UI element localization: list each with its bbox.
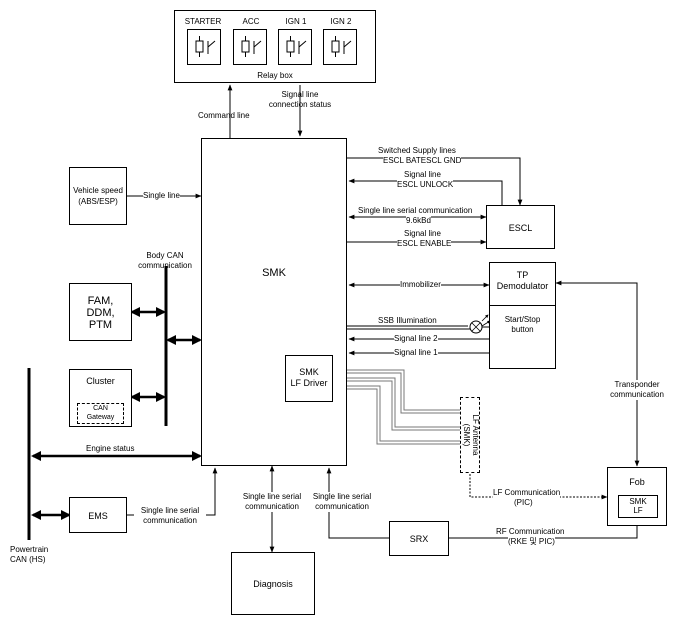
signal-status-label-2: connection status: [268, 100, 332, 109]
start-stop-label-2: button: [511, 325, 534, 334]
relay-acc: [233, 29, 267, 65]
tp-label-2: Demodulator: [496, 281, 549, 291]
escl-enable-label-2: ESCL ENABLE: [397, 239, 452, 249]
fam-ddm-ptm-box: FAM, DDM, PTM: [69, 283, 132, 341]
ems-serial-label-1: Single line serial: [134, 506, 206, 516]
fam-label-3: PTM: [88, 319, 113, 331]
ems-label: EMS: [88, 511, 108, 521]
diag-serial-label-1: Single line serial: [236, 492, 308, 502]
srx-serial-label-1: Single line serial: [306, 492, 378, 502]
smk-lf-driver-box: SMK LF Driver: [285, 355, 333, 402]
start-stop-label-1: Start/Stop: [504, 315, 541, 324]
single-line-label: Single line: [143, 191, 180, 201]
escl-box: ESCL: [486, 205, 555, 249]
powertrain-label-1: Powertrain: [10, 545, 49, 554]
cluster-box: Cluster CAN Gateway: [69, 369, 132, 427]
rf-comm-label-2: (RKE 및 PIC): [508, 537, 555, 547]
rf-comm-label-1: RF Communication: [496, 527, 565, 537]
powertrain-label-2: CAN (HS): [10, 555, 46, 564]
tp-divider: [490, 305, 555, 306]
diagnosis-box: Diagnosis: [231, 552, 315, 615]
signal-line-2-label: Signal line 2: [394, 334, 438, 344]
vehicle-speed-label-2: (ABS/ESP): [78, 197, 118, 206]
lf-comm-line: [469, 474, 608, 500]
relay-symbol-icon: [241, 36, 262, 57]
lf-antenna-label-2: (SMK): [462, 423, 471, 447]
ems-box: EMS: [69, 497, 127, 533]
fob-smk-label-1: SMK: [629, 497, 647, 506]
escl-unlock-label-2: ESCL UNLOCK: [397, 180, 454, 190]
can-gateway-label-1: CAN: [93, 405, 108, 412]
smk-label: SMK: [262, 267, 286, 279]
lf-antenna-box: LF Antenna (SMK): [460, 397, 480, 473]
relay-ign1: [278, 29, 312, 65]
vehicle-speed-label-1: Vehicle speed: [73, 186, 123, 195]
smk-lf-label-1: SMK: [299, 367, 319, 377]
engine-status-label: Engine status: [86, 444, 135, 453]
smk-box: SMK SMK LF Driver: [201, 138, 347, 466]
diagnosis-label: Diagnosis: [253, 579, 293, 589]
relay-symbol-icon: [286, 36, 307, 57]
lf-antenna-label-1: LF Antenna: [471, 414, 480, 456]
transponder-line: [555, 280, 640, 467]
smk-lf-label-2: LF Driver: [290, 378, 328, 388]
relay-symbol-icon: [331, 36, 352, 57]
ems-serial-label-2: communication: [134, 516, 206, 526]
ssb-illum-label: SSB Illumination: [378, 316, 437, 325]
diag-serial-label-2: communication: [236, 502, 308, 512]
tp-startstop-box: TP Demodulator Start/Stop button: [489, 262, 556, 369]
fob-smk-lf-box: SMK LF: [618, 495, 658, 518]
srx-serial-label-2: communication: [306, 502, 378, 512]
body-can-label-1: Body CAN: [146, 251, 184, 260]
relay-symbol-icon: [195, 36, 216, 57]
lf-antenna-wires: [332, 369, 460, 445]
lf-antenna-label: LF Antenna (SMK): [462, 397, 480, 473]
escl-label: ESCL: [508, 223, 533, 233]
immobilizer-label: Immobilizer: [400, 280, 441, 290]
relay-ign2: [323, 29, 357, 65]
relay-label-starter: STARTER: [184, 17, 222, 26]
relay-box-title: Relay box: [257, 71, 293, 80]
escl-enable-label-1: Signal line: [404, 229, 441, 238]
fob-box: Fob SMK LF: [607, 467, 667, 526]
switched-supply-label-1: Switched Supply lines: [378, 146, 456, 155]
signal-status-label-1: Signal line: [281, 90, 319, 99]
relay-label-ign1: IGN 1: [285, 17, 307, 26]
signal-line-1-label: Signal line 1: [394, 348, 438, 358]
command-line-label: Command line: [198, 111, 250, 120]
switched-supply-label-2: ESCL BATESCL GND: [383, 156, 462, 166]
relay-box: STARTER ACC IGN 1 IGN 2 Relay box: [174, 10, 376, 83]
lf-comm-label-2: (PIC): [514, 498, 533, 507]
lf-comm-label-1: LF Communication: [493, 488, 561, 498]
fob-smk-label-2: LF: [633, 506, 643, 515]
serial-comm-label-2: 9.6kBd: [406, 216, 431, 226]
srx-box: SRX: [389, 521, 449, 556]
cluster-label: Cluster: [86, 376, 115, 386]
relay-label-acc: ACC: [242, 17, 260, 26]
body-can-label-2: communication: [138, 261, 192, 270]
fam-label-1: FAM,: [87, 295, 114, 307]
transponder-label-1: Transponder: [611, 380, 663, 390]
transponder-label-2: communication: [605, 390, 669, 400]
relay-label-ign2: IGN 2: [330, 17, 352, 26]
can-gateway-box: CAN Gateway: [77, 403, 124, 424]
srx-label: SRX: [409, 534, 429, 544]
vehicle-speed-box: Vehicle speed (ABS/ESP): [69, 167, 127, 225]
fob-label: Fob: [629, 477, 645, 487]
can-gateway-label-2: Gateway: [86, 414, 115, 421]
fam-label-2: DDM,: [86, 307, 115, 319]
serial-comm-label-1: Single line serial communication: [358, 206, 473, 216]
srx-serial-line: [326, 467, 389, 539]
relay-starter: [187, 29, 221, 65]
escl-unlock-label-1: Signal line: [404, 170, 441, 179]
tp-label-1: TP: [516, 270, 529, 280]
